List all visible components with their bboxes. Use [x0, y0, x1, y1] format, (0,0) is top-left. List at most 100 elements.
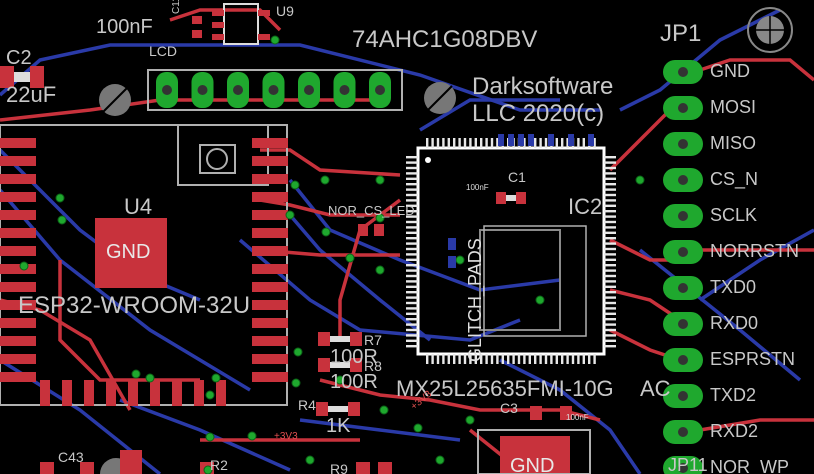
via [379, 405, 389, 415]
esp32-pad [216, 380, 226, 406]
qfp-pin [604, 204, 616, 207]
jp1-pad-hole [678, 355, 688, 365]
qfp-pin [604, 258, 616, 261]
qfp-pin [406, 274, 418, 278]
qfp-pin [426, 354, 429, 364]
jp1-pin-label: NOR_WP [710, 457, 790, 474]
via [375, 213, 385, 223]
qfp-pin [604, 328, 616, 332]
via [535, 295, 545, 305]
qfp-pin [604, 183, 616, 186]
esp32-pad [0, 156, 36, 166]
qfp-pin [458, 354, 461, 364]
via [270, 35, 280, 45]
label-nor-cs-led: NOR_CS_LED [328, 203, 415, 218]
jp1-pin-label: NORRSTN [710, 241, 799, 261]
qfp-pin [604, 188, 616, 191]
top-trace [259, 198, 400, 217]
lcd-header [147, 69, 403, 111]
jp1-pad-hole [678, 67, 688, 77]
qfp-pin [604, 345, 616, 348]
qfp-pin [431, 138, 434, 148]
top-trace [338, 198, 402, 340]
qfp-pin [406, 264, 418, 267]
esp32-pad [0, 138, 36, 148]
label-r4: R4 [298, 397, 316, 413]
jp1-pin-label: GND [710, 61, 750, 81]
via [145, 373, 155, 383]
esp32-pad [0, 354, 36, 364]
qfp-pin [566, 354, 569, 364]
vias [19, 35, 645, 474]
bottom-trace [0, 188, 251, 392]
qfp-pin [604, 285, 616, 288]
bottom-outline [479, 229, 561, 331]
qfp-pin [406, 177, 418, 180]
top-trace [260, 148, 401, 177]
qfp-pin [406, 226, 418, 229]
qfp-pin [588, 354, 591, 364]
via [205, 432, 215, 442]
label-c3-value: 100nF [566, 413, 589, 422]
label-ic2: IC2 [568, 194, 603, 219]
qfp-pin [604, 226, 616, 229]
qfp-pin [458, 138, 461, 148]
jp1-pin-label: TXD0 [710, 277, 757, 297]
qfp-pin [517, 354, 521, 364]
via [320, 175, 330, 185]
mounting-holes [99, 7, 793, 474]
qfp-pin [406, 193, 418, 197]
qfp-pin [463, 138, 467, 148]
qfp-pin [406, 237, 418, 240]
label-r9: R9 [330, 461, 348, 474]
esp32-pad [40, 380, 50, 406]
qfp-pin [604, 215, 616, 218]
qfp-pin [604, 166, 616, 170]
qfp-pin [406, 334, 418, 337]
jp1-pin-label: SCLK [710, 205, 758, 225]
bottom-trace [638, 248, 802, 382]
label-mx25: MX25L25635FMI-10G [396, 376, 614, 401]
qfp-pin [604, 156, 616, 159]
esp32-pad [252, 174, 288, 184]
qfp-pin [406, 318, 418, 321]
via [321, 227, 331, 237]
label-100nf: 100nF [96, 16, 153, 38]
via [203, 465, 213, 474]
qfp-pin [604, 210, 616, 213]
jp1-pad-hole [678, 427, 688, 437]
qfp-pin [453, 354, 456, 364]
label-lcd: LCD [149, 43, 178, 59]
esp32-pad [252, 246, 288, 256]
qfp-pin [496, 138, 499, 148]
qfp-pin [604, 323, 616, 326]
qfp-pin [604, 253, 616, 256]
via [290, 180, 300, 190]
esp32-pad [150, 380, 160, 406]
qfp-pin [604, 172, 616, 175]
label-74ahc: 74AHC1G08DBV [352, 26, 538, 53]
qfp-pin [544, 354, 548, 364]
qfp-pin [406, 172, 418, 175]
qfp-pin [496, 354, 499, 364]
qfp-pin [406, 301, 418, 305]
qfp-pin [577, 138, 580, 148]
esp32-pad [194, 380, 204, 406]
qfp-pin [406, 161, 418, 164]
qfp-pin [406, 291, 418, 294]
label-100r-a: 100R [330, 346, 378, 368]
via [57, 215, 67, 225]
qfp-pin [539, 354, 542, 364]
qfp-pin [604, 296, 616, 299]
jp1-pin-label: ESPRSTN [710, 349, 796, 369]
qfp-pin [453, 138, 456, 148]
qfp-pin [577, 354, 580, 364]
qfp-pin [406, 231, 418, 234]
bottom-trace [299, 418, 461, 442]
qfp-pin [604, 274, 616, 278]
jp1-pad-hole [678, 247, 688, 257]
qfp-pin [501, 354, 504, 364]
via [285, 210, 295, 220]
